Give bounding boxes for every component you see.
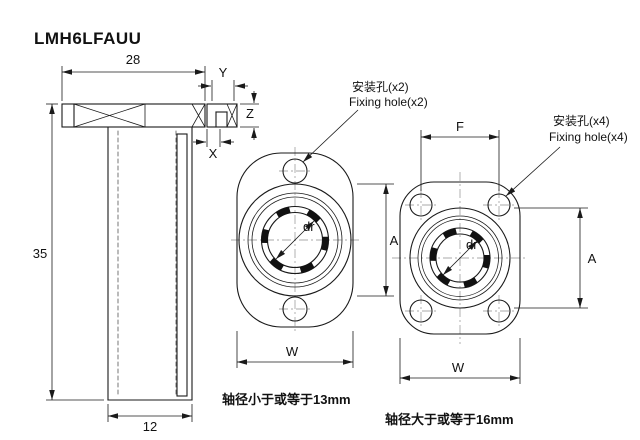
- front-view-four-hole: F dr A W 安装孔(x4) Fixing hole(x4) 轴径大于或等于…: [385, 113, 628, 427]
- dim-body-diameter: 12: [143, 419, 157, 434]
- fixing-hole-label-en: Fixing hole(x4): [549, 130, 628, 144]
- flange-section: [61, 103, 206, 128]
- fixing-hole-leader: [302, 109, 359, 163]
- dim-a-label: A: [390, 233, 399, 248]
- fixing-hole-label-cn: 安装孔(x4): [553, 113, 610, 128]
- flange-lip-detail: [206, 103, 238, 128]
- bore-dim-label: dr: [303, 219, 315, 234]
- dim-x-label: X: [209, 146, 218, 161]
- side-view-dim-labels: 28 35 12 Y Z X: [33, 52, 254, 434]
- shaft-size-caption: 轴径小于或等于13mm: [222, 392, 351, 407]
- dim-flange-width: 28: [126, 52, 140, 67]
- bore-diameter-arrow: [442, 240, 478, 276]
- bore-dim-label: dr: [466, 237, 478, 252]
- dim-f-label: F: [456, 119, 464, 134]
- square-flange-outline: [399, 181, 521, 335]
- dim-z-label: Z: [246, 106, 254, 121]
- dim-w-label: W: [286, 344, 299, 359]
- two-hole-labels: dr A W 安装孔(x2) Fixing hole(x2) 轴径小于或等于13…: [222, 79, 428, 407]
- shaft-size-caption: 轴径大于或等于16mm: [385, 412, 514, 427]
- fixing-hole-top: [282, 158, 308, 184]
- four-hole-labels: F dr A W 安装孔(x4) Fixing hole(x4) 轴径大于或等于…: [385, 113, 628, 427]
- part-number-title: LMH6LFAUU: [34, 29, 141, 48]
- fixing-hole-bottom: [282, 296, 308, 322]
- fixing-hole-leader: [505, 146, 561, 197]
- side-view-dimension-lines: [46, 66, 259, 422]
- oval-flange-outline: [236, 152, 354, 328]
- ball-track-marks: [261, 206, 329, 274]
- fixing-hole-bottom-left: [409, 299, 433, 323]
- side-view: 28 35 12 Y Z X: [33, 52, 259, 434]
- dim-w-label: W: [452, 360, 465, 375]
- two-hole-geometry: [236, 152, 354, 328]
- hatch-line: [73, 103, 146, 128]
- four-hole-geometry: [399, 181, 521, 335]
- dim-y-label: Y: [219, 65, 228, 80]
- front-view-two-hole: dr A W 安装孔(x2) Fixing hole(x2) 轴径小于或等于13…: [222, 79, 428, 407]
- two-hole-dimension-lines: [236, 109, 394, 368]
- dim-a-label: A: [588, 251, 597, 266]
- ball-column: [176, 133, 188, 397]
- fixing-hole-label-en: Fixing hole(x2): [349, 95, 428, 109]
- fixing-hole-bottom-right: [487, 299, 511, 323]
- ball-track-marks: [430, 228, 490, 288]
- four-hole-dimension-lines: [399, 130, 588, 384]
- fixing-hole-label-cn: 安装孔(x2): [352, 79, 409, 94]
- housing-outer-circle: [238, 183, 352, 297]
- dim-total-length: 35: [33, 246, 47, 261]
- fixing-hole-top-right: [487, 193, 511, 217]
- fixing-hole-top-left: [409, 193, 433, 217]
- housing-outer-circle: [409, 207, 511, 309]
- bore-diameter-arrow: [275, 220, 315, 260]
- side-view-geometry: [61, 103, 238, 401]
